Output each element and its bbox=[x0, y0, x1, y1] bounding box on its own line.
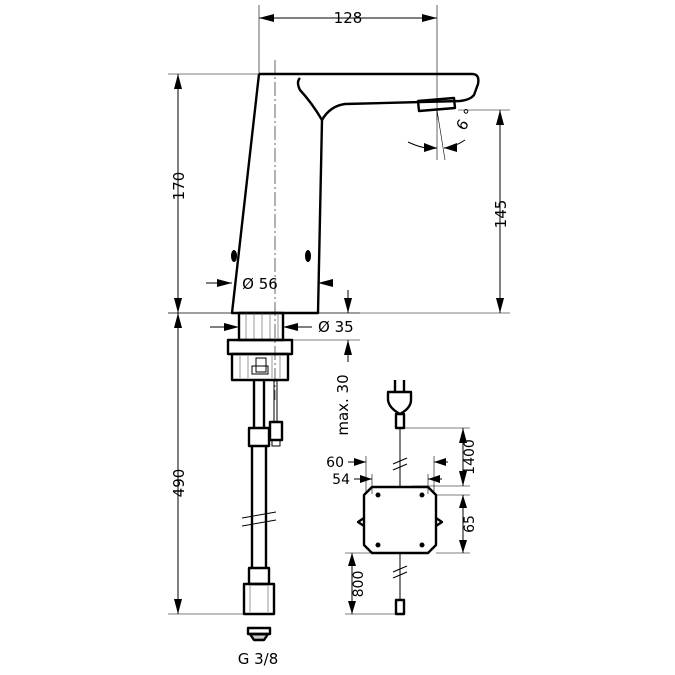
shank: Ø 35 bbox=[210, 311, 354, 342]
height-170-label: 170 bbox=[170, 172, 188, 201]
thread-label: G 3/8 bbox=[238, 650, 279, 668]
reach-label: 128 bbox=[334, 9, 363, 27]
cable-1400-dimension: 1400 bbox=[404, 427, 478, 487]
control-box bbox=[356, 485, 444, 616]
reach-dimension: 128 bbox=[258, 5, 438, 120]
hose-length-label: 490 bbox=[170, 469, 188, 498]
box-width-54-label: 54 bbox=[332, 472, 350, 488]
box-height-65-dimension: 65 bbox=[436, 494, 478, 554]
mounting-nut bbox=[226, 338, 294, 382]
height-145-dimension: 145 bbox=[318, 109, 510, 314]
body-diameter-label: Ø 56 bbox=[242, 275, 278, 293]
hose-length-dimension: 490 bbox=[168, 313, 244, 615]
height-170-dimension: 170 bbox=[168, 73, 262, 314]
max-thickness-dimension: max. 30 bbox=[283, 290, 360, 436]
height-145-label: 145 bbox=[492, 200, 510, 229]
box-height-65-label: 65 bbox=[462, 515, 478, 533]
hole-diameter-label: Ø 35 bbox=[318, 318, 354, 336]
box-width-60-label: 60 bbox=[326, 455, 344, 471]
angle-dimension: 6 ° bbox=[407, 106, 479, 161]
body-diameter-dimension: Ø 56 bbox=[206, 275, 333, 293]
power-plug bbox=[386, 380, 413, 486]
max-thickness-label: max. 30 bbox=[334, 374, 352, 435]
cable-800-label: 800 bbox=[351, 571, 367, 598]
supply-hose bbox=[241, 380, 284, 616]
cable-1400-label: 1400 bbox=[462, 439, 478, 475]
faucet-body bbox=[230, 60, 480, 400]
box-width-dimensions: 60 54 bbox=[326, 455, 448, 494]
filter-insert bbox=[246, 626, 272, 642]
cable-800-dimension: 800 bbox=[345, 552, 396, 615]
